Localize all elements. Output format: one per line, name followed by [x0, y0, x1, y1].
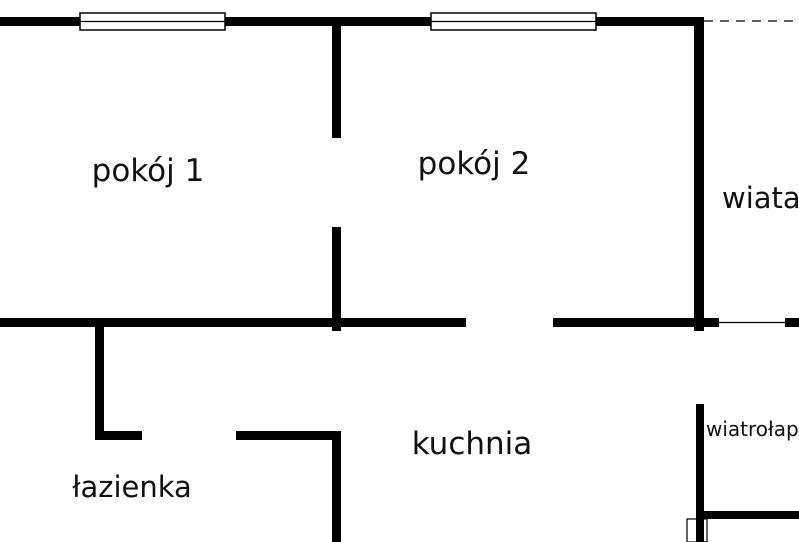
- window-room-2: [430, 12, 597, 31]
- room-label-kitchen: kuchnia: [412, 426, 533, 462]
- partition-wall-upper: [332, 17, 341, 138]
- bathroom-kitchen-wall: [332, 431, 341, 542]
- middle-wall-left: [0, 318, 466, 327]
- bathroom-wall-top-left: [95, 431, 142, 440]
- carport-post: [785, 318, 799, 327]
- middle-wall-right: [553, 318, 719, 327]
- porch-wall-bottom: [696, 511, 799, 519]
- room-label-room1: pokój 1: [92, 153, 205, 189]
- room-label-porch: wiatrołap: [706, 417, 799, 441]
- partition-wall-lower: [332, 227, 341, 331]
- right-exterior-wall: [694, 17, 704, 331]
- window-room-1: [79, 12, 226, 31]
- bathroom-wall-top-right: [236, 431, 341, 440]
- room-label-bathroom: łazienka: [72, 470, 192, 504]
- room-label-room2: pokój 2: [418, 146, 531, 182]
- top-exterior-wall: [0, 17, 704, 26]
- bathroom-wall-vertical: [95, 322, 104, 439]
- room-label-carport: wiata: [722, 181, 799, 215]
- porch-wall-vertical: [696, 404, 704, 542]
- porch-door-frame: [686, 518, 708, 542]
